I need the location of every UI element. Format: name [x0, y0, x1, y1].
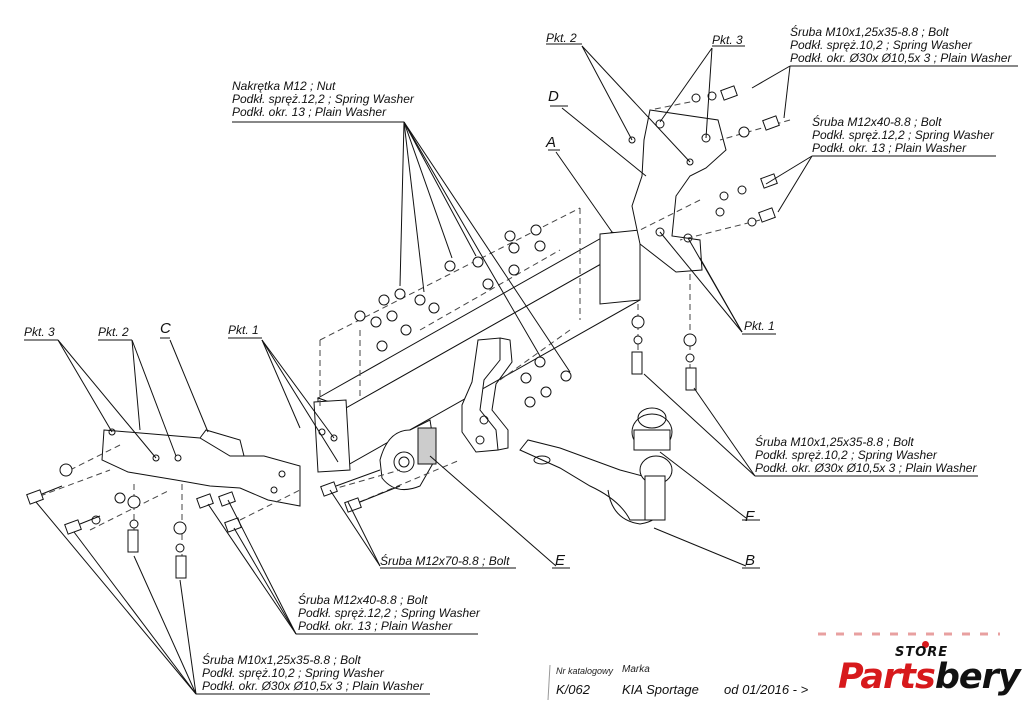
bolt-callout-bottom-m12: Śruba M12x40-8.8 ; Bolt Podkł. spręż.12,…: [298, 594, 480, 633]
logo-store-text: STORE: [895, 645, 949, 660]
bolt-callout-mid-right-m10: Śruba M10x1,25x35-8.8 ; Bolt Podkł. sprę…: [755, 436, 976, 475]
point-label-pkt2-left: Pkt. 2: [98, 325, 129, 339]
brand-caption: Marka: [622, 664, 650, 675]
hardware-stack-right: [631, 91, 757, 363]
vehicle-model: KIA Sportage: [622, 682, 699, 697]
point-label-pkt2-right: Pkt. 2: [546, 31, 577, 45]
bolt-callout-bottom-m10: Śruba M10x1,25x35-8.8 ; Bolt Podkł. sprę…: [202, 654, 423, 693]
part-letter-b: B: [745, 552, 756, 569]
nut-line-3: Podkł. okr. 13 ; Plain Washer: [232, 105, 387, 119]
point-label-pkt1-right: Pkt. 1: [744, 319, 775, 333]
right-bracket: [628, 109, 727, 273]
bolt-b-m10-line-2: Podkł. spręż.10,2 ; Spring Washer: [202, 666, 384, 680]
bolt-mr-m10-line-2: Podkł. spręż.10,2 ; Spring Washer: [755, 448, 937, 462]
store-dot-icon: [922, 641, 929, 648]
bolt-mr-m10-line-3: Podkł. okr. Ø30x Ø10,5x 3 ; Plain Washer: [755, 461, 977, 475]
socket-plate: [379, 419, 437, 491]
bolt-mr-m10-line-1: Śruba M10x1,25x35-8.8 ; Bolt: [755, 435, 914, 449]
logo-bery: bery: [934, 657, 1021, 697]
nut-line-1: Nakrętka M12 ; Nut: [232, 79, 336, 93]
center-bracket: [461, 337, 513, 453]
part-letter-a: A: [546, 134, 557, 151]
logo-parts: Parts: [838, 657, 936, 697]
towball: [519, 407, 673, 525]
left-bracket: [101, 428, 301, 507]
bolt-tr-m12-line-1: Śruba M12x40-8.8 ; Bolt: [812, 115, 942, 129]
bolt-callout-center-m12x70: Śruba M12x70-8.8 ; Bolt: [380, 554, 510, 568]
point-label-pkt3-left: Pkt. 3: [24, 325, 55, 339]
bolt-b-m10-line-3: Podkł. okr. Ø30x Ø10,5x 3 ; Plain Washer: [202, 679, 424, 693]
hardware-stack-center: [354, 224, 572, 408]
bolt-tr-m12-line-3: Podkł. okr. 13 ; Plain Washer: [812, 141, 967, 155]
bolt-tr-m12-line-2: Podkł. spręż.12,2 ; Spring Washer: [812, 128, 994, 142]
nut-line-2: Podkł. spręż.12,2 ; Spring Washer: [232, 92, 414, 106]
nut-callout: Nakrętka M12 ; Nut Podkł. spręż.12,2 ; S…: [232, 80, 414, 119]
bolt-callout-top-right-m12: Śruba M12x40-8.8 ; Bolt Podkł. spręż.12,…: [812, 116, 994, 155]
part-letter-c: C: [160, 320, 171, 337]
part-letter-f: F: [745, 508, 755, 525]
point-label-pkt3-right: Pkt. 3: [712, 33, 743, 47]
partsbery-logo: Partsbery: [838, 657, 1021, 697]
bolt-tr-m10-line-2: Podkł. spręż.10,2 ; Spring Washer: [790, 38, 972, 52]
catalog-caption: Nr katalogowy: [556, 666, 614, 676]
part-letter-e: E: [555, 552, 566, 569]
bolt-b-m12-line-1: Śruba M12x40-8.8 ; Bolt: [298, 593, 428, 607]
bolt-b-m12-line-2: Podkł. spręż.12,2 ; Spring Washer: [298, 606, 480, 620]
date-range: od 01/2016 - >: [724, 682, 809, 697]
bolt-b-m12-line-3: Podkł. okr. 13 ; Plain Washer: [298, 619, 453, 633]
hardware-stack-left: [59, 463, 187, 553]
point-label-pkt1-left: Pkt. 1: [228, 323, 259, 337]
leader-lines: [24, 43, 1018, 695]
bolt-tr-m10-line-1: Śruba M10x1,25x35-8.8 ; Bolt: [790, 25, 949, 39]
bolt-callout-top-right-m10: Śruba M10x1,25x35-8.8 ; Bolt Podkł. sprę…: [790, 26, 1011, 65]
bolt-tr-m10-line-3: Podkł. okr. Ø30x Ø10,5x 3 ; Plain Washer: [790, 51, 1012, 65]
bolt-b-m10-line-1: Śruba M10x1,25x35-8.8 ; Bolt: [202, 653, 361, 667]
catalog-number: K/062: [556, 682, 590, 697]
part-letter-d: D: [548, 88, 559, 105]
